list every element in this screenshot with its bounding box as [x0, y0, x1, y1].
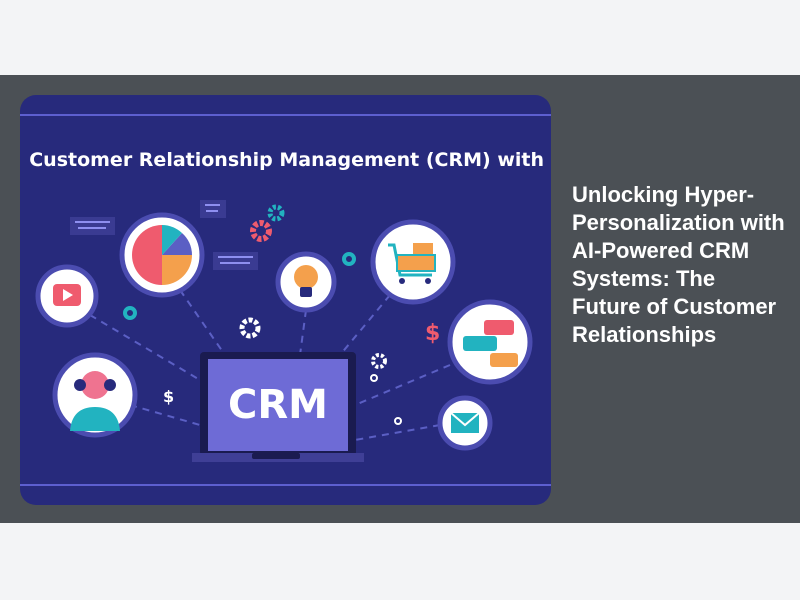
dollar-sign-red: $ — [425, 321, 440, 346]
article-hero-image[interactable]: Customer Relationship Management (CRM) w… — [20, 95, 551, 505]
lightbulb-icon — [275, 251, 337, 313]
support-agent-icon — [52, 352, 138, 438]
pie-chart-icon — [119, 212, 205, 298]
shopping-cart-icon — [370, 219, 456, 305]
mail-icon — [437, 395, 493, 451]
laptop-icon: CRM — [192, 352, 364, 462]
chat-bubbles-icon — [447, 299, 533, 385]
gear-icons — [123, 204, 402, 425]
image-heading: Customer Relationship Management (CRM) w… — [29, 149, 544, 171]
video-icon — [35, 264, 99, 328]
article-banner: Customer Relationship Management (CRM) w… — [0, 75, 800, 523]
crm-screen-text: CRM — [228, 382, 328, 428]
article-title[interactable]: Unlocking Hyper-Personalization with AI-… — [572, 182, 785, 347]
crm-illustration: Customer Relationship Management (CRM) w… — [20, 114, 551, 486]
dollar-sign-white: $ — [163, 387, 174, 406]
connector-lines — [89, 289, 451, 441]
